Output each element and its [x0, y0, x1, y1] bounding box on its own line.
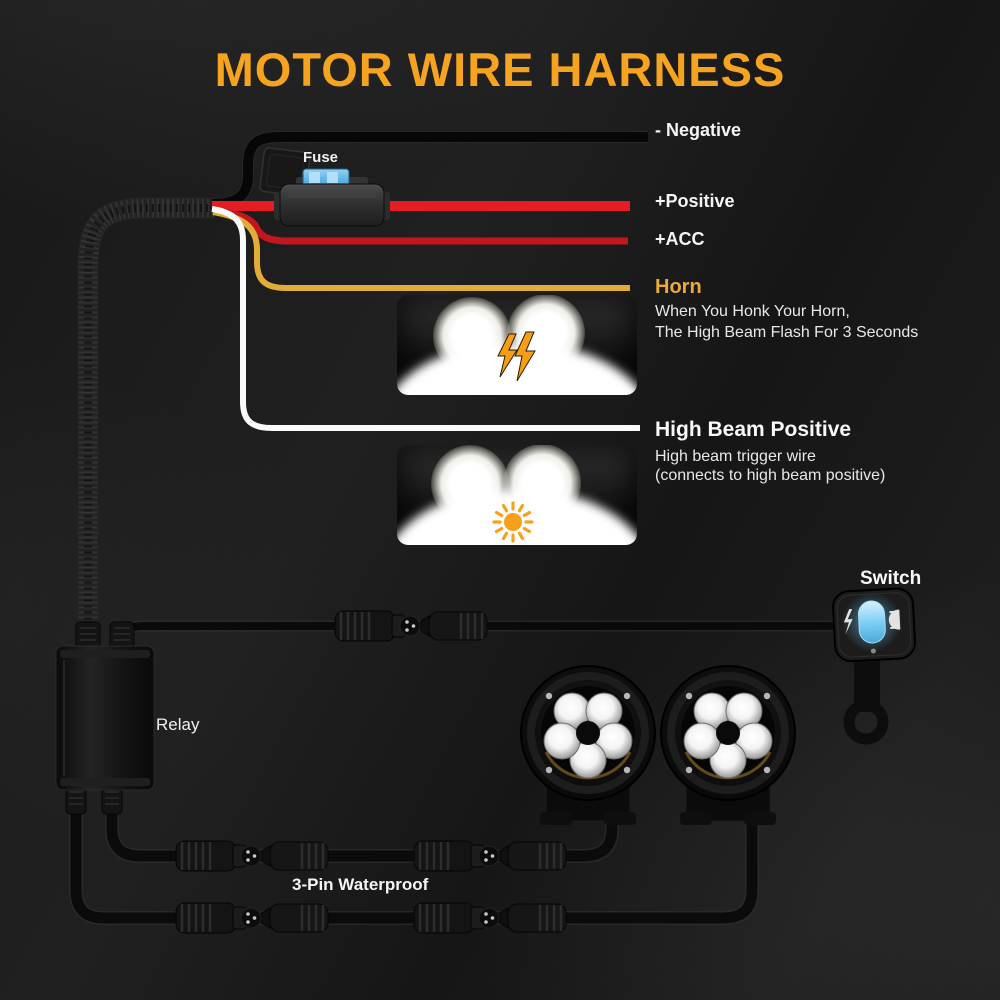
braided-cable: [77, 197, 214, 645]
fuse-assembly: [259, 147, 390, 227]
label-horn: Horn: [655, 276, 702, 298]
fuse-window: [327, 172, 338, 183]
led-pod-2: [660, 665, 796, 825]
led-pod-1: [520, 665, 656, 825]
pod-foot: [540, 812, 572, 825]
fuse-window: [309, 172, 320, 183]
relay-box: [55, 621, 155, 815]
switch-mount-ring: [843, 699, 889, 745]
high-beam-photo: [397, 445, 637, 545]
waterproof-connector-pair: [412, 839, 568, 873]
light2-cable: [69, 788, 759, 925]
label-fuse: Fuse: [303, 149, 339, 166]
label-positive: +Positive: [655, 191, 735, 211]
flash-icon: [497, 331, 536, 382]
label-acc: +ACC: [655, 229, 705, 249]
waterproof-connector-pair: [412, 901, 568, 935]
pod-foot: [680, 812, 712, 825]
high-beam-description-line2: (connects to high beam positive): [655, 467, 886, 484]
page-title: MOTOR WIRE HARNESS: [214, 43, 786, 96]
label-relay: Relay: [156, 715, 200, 734]
switch-button: [857, 600, 886, 644]
headlight-beam-icon: [888, 609, 901, 630]
light1-cable: [105, 788, 619, 863]
label-switch: Switch: [860, 568, 922, 589]
flash-strobe-icon: [843, 609, 853, 635]
horn-photo: [397, 295, 637, 395]
pod-foot: [744, 812, 776, 825]
high-beam-description-line1: High beam trigger wire: [655, 448, 816, 465]
sun-icon: [492, 501, 534, 543]
label-negative: - Negative: [655, 120, 742, 140]
switch-bracket: [854, 648, 880, 712]
horn-description-line1: When You Honk Your Horn,: [655, 303, 850, 320]
high-beam-wire: [211, 206, 640, 431]
label-high-beam: High Beam Positive: [655, 418, 852, 441]
switch-device: [832, 587, 917, 745]
fuse-holder-highlight: [288, 190, 376, 198]
horn-wire: [212, 209, 630, 291]
pod-foot: [604, 812, 636, 825]
waterproof-connector-pair: [333, 609, 489, 643]
waterproof-connector-pair: [174, 839, 330, 873]
label-3pin-waterproof: 3-Pin Waterproof: [292, 875, 429, 894]
horn-description-line2: The High Beam Flash For 3 Seconds: [655, 324, 919, 341]
waterproof-connector-pair: [174, 901, 330, 935]
